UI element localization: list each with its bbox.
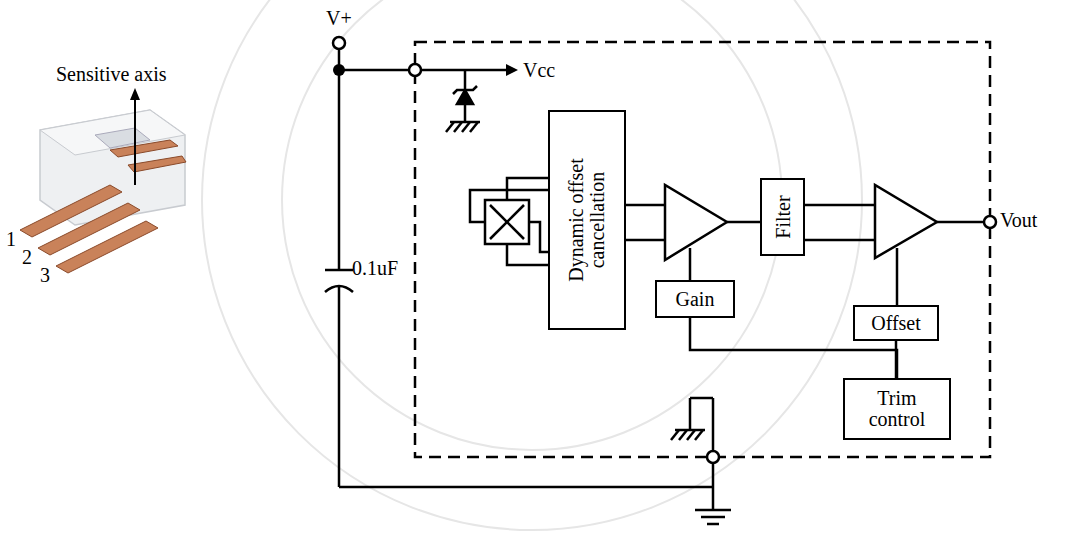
vertical-block: Filter (760, 178, 805, 256)
control-wire (896, 341, 897, 378)
pin-number: 3 (40, 265, 50, 285)
signal-label: Vcc (523, 60, 555, 80)
pin-number: 1 (6, 229, 16, 249)
vcc-arrow (506, 64, 518, 76)
block-label: Offset (867, 313, 925, 334)
block-label: Gain (672, 289, 719, 310)
signal-label: 0.1uF (352, 258, 398, 278)
function-box: Gain (655, 280, 735, 318)
function-box: Trim control (843, 378, 951, 440)
terminals (333, 37, 996, 463)
block-label: Dynamic offset cancellation (566, 115, 608, 325)
signal-label: Sensitive axis (56, 64, 167, 84)
signal-label: V+ (326, 8, 352, 28)
wires (325, 49, 984, 510)
pin-number: 2 (22, 247, 32, 267)
sensor-package (20, 88, 186, 273)
zener-diode (453, 86, 477, 104)
vertical-block: Dynamic offset cancellation (548, 110, 626, 330)
earth-ground (695, 510, 731, 524)
junction-dot (333, 64, 345, 76)
block-label: Filter (772, 183, 793, 251)
signal-label: Vout (1000, 210, 1037, 230)
block-label: Trim control (845, 388, 949, 430)
watermark-seal (202, 0, 862, 530)
ic-outline (415, 42, 990, 457)
function-box: Offset (853, 305, 939, 341)
